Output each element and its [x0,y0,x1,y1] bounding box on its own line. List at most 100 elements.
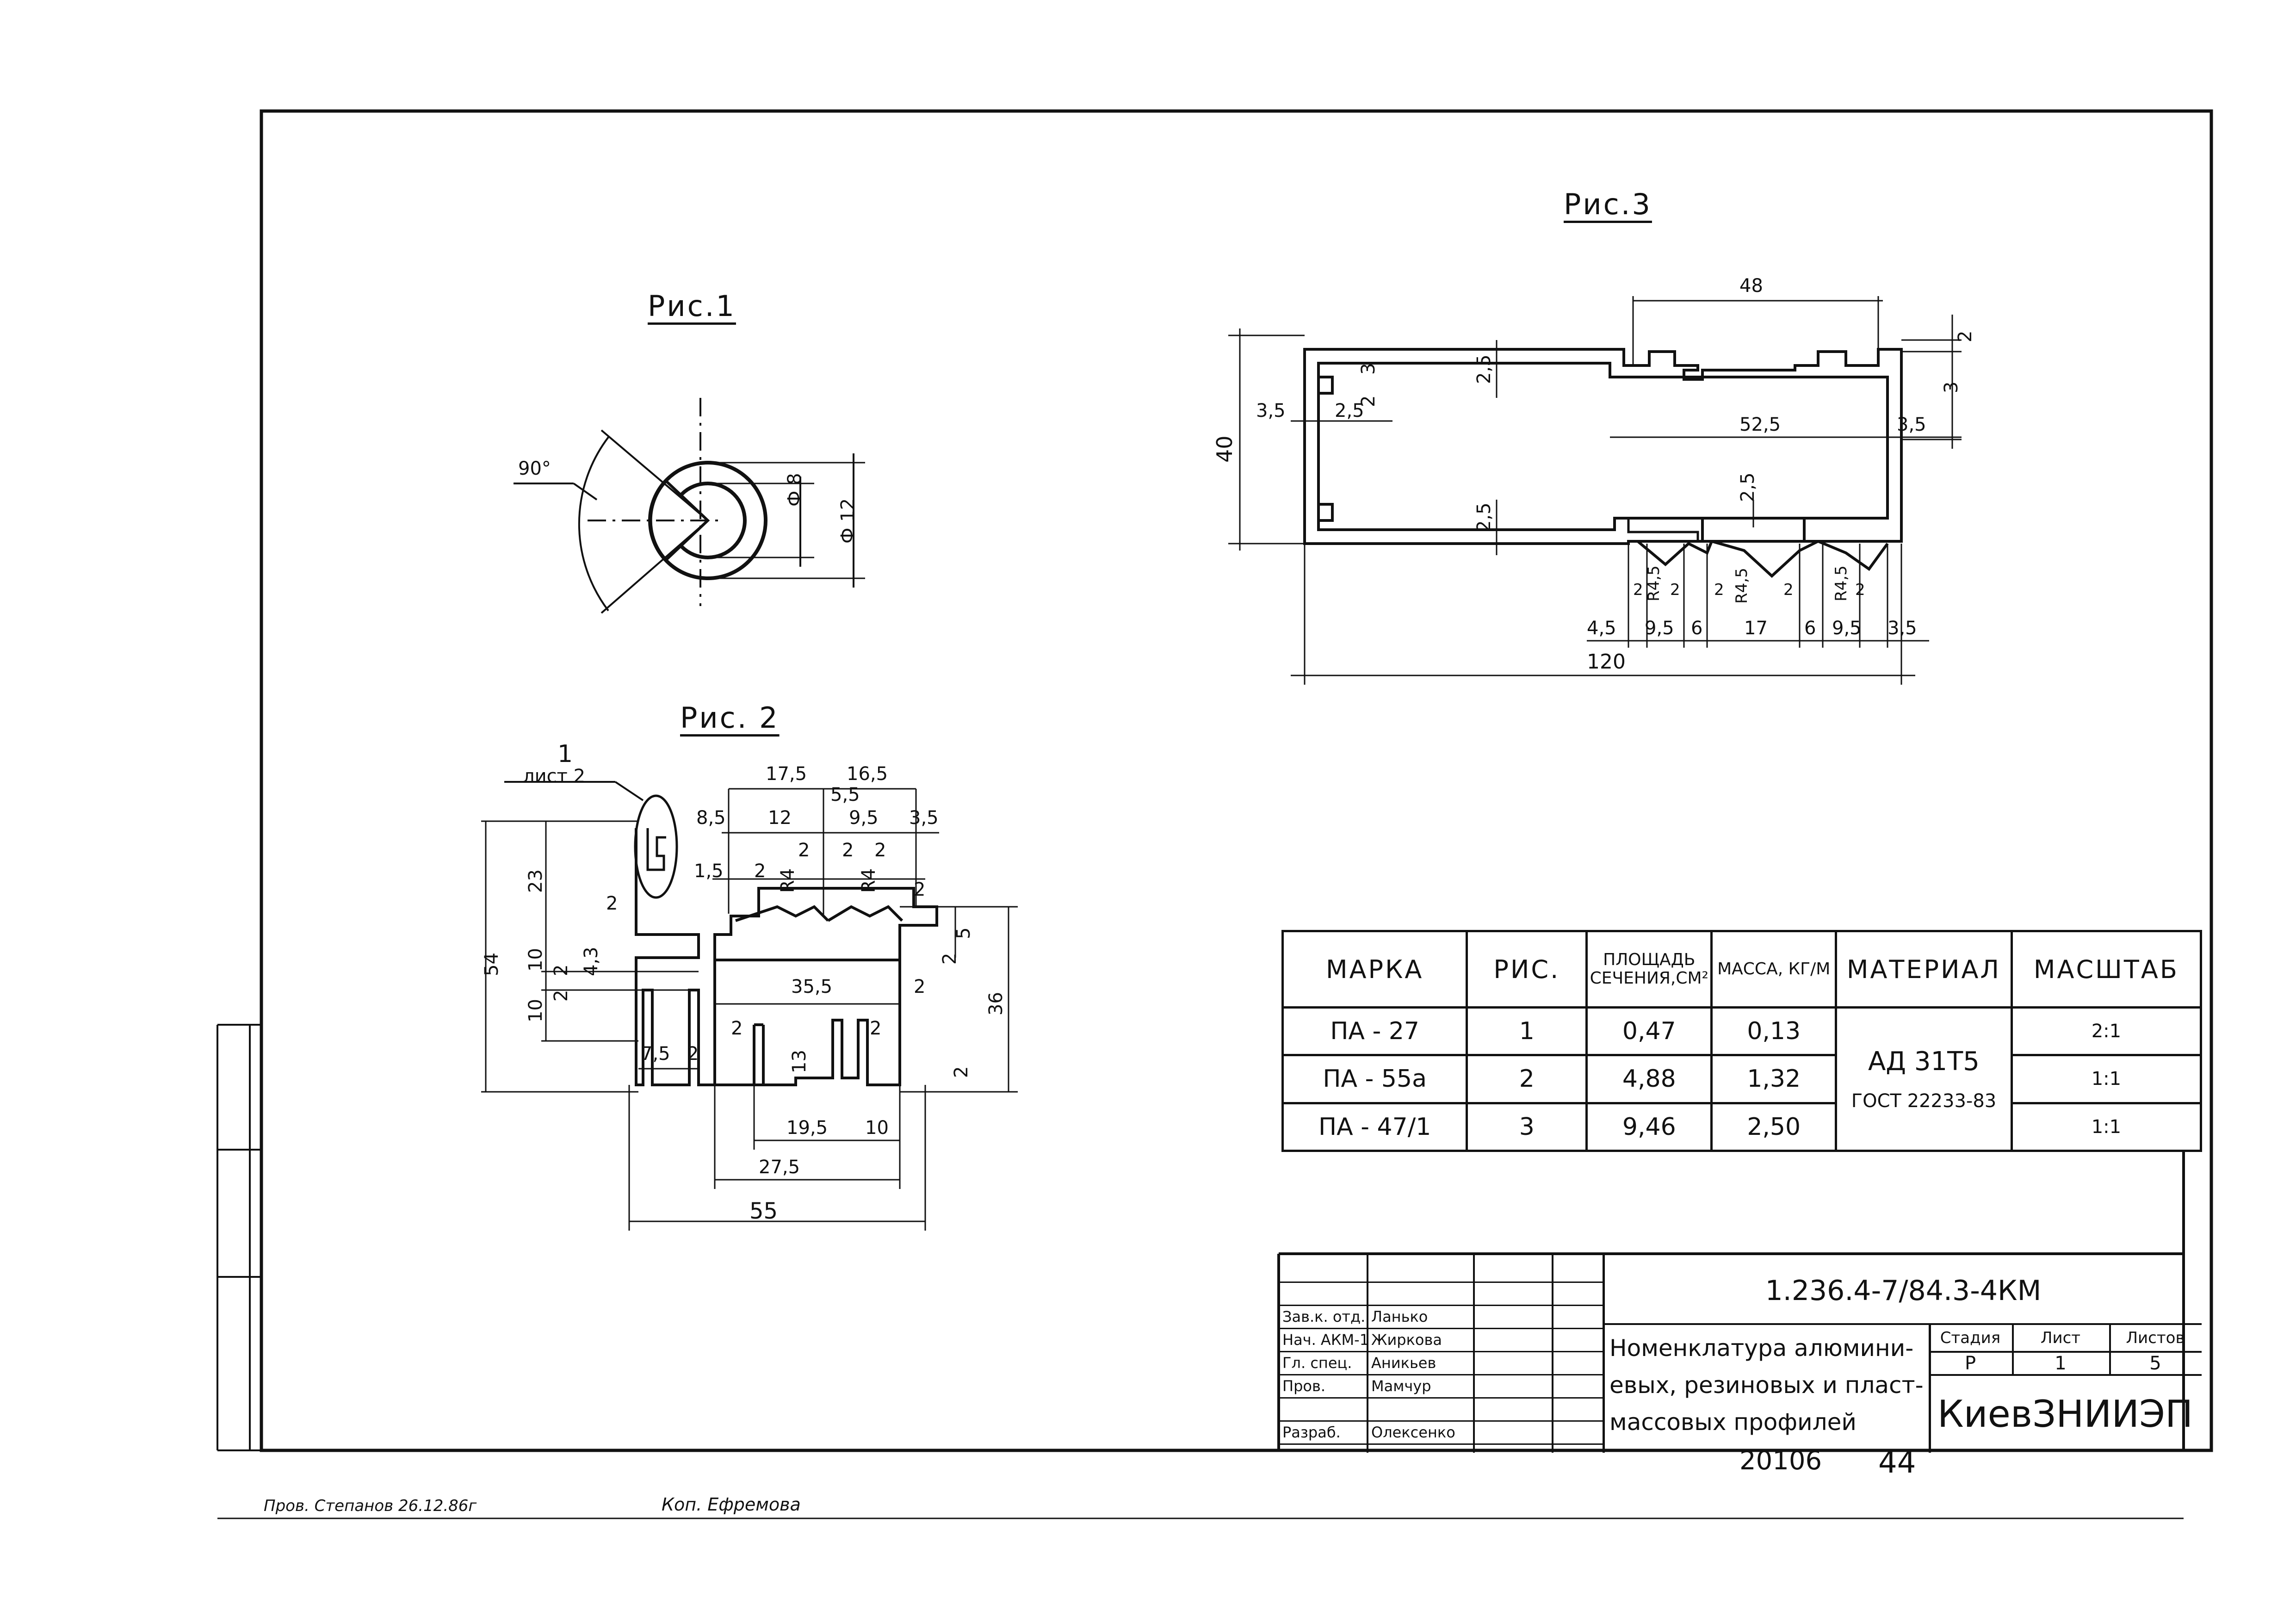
fig2-dim-2e: 2 [914,879,926,900]
fig3-dim-2b: 2 [1358,395,1379,407]
fig1-outer-diameter: Ф 12 [837,498,859,544]
fig2-radius-1: R4 [777,868,798,893]
cell-area: 0,47 [1585,1006,1713,1057]
cell-figure: 2 [1466,1054,1588,1104]
title-block: Зав.к. отд. Ланько Нач. АКМ-1 Жиркова Гл… [1279,1254,2202,1453]
fig3-dim-2e: 2 [1714,581,1724,599]
fig3-dim-2g: 2 [1855,581,1865,599]
spec-header-row: МАРКА РИС. ПЛОЩАДЬ СЕЧЕНИЯ,СМ² МАССА, КГ… [1281,930,2203,1009]
fig2-dimension-lines [481,788,1018,1231]
cell-mark: ПА - 47/1 [1281,1102,1468,1152]
sheet-frame [260,109,2213,1452]
fig2-dim-27-5: 27,5 [759,1157,800,1178]
fig2-title: Рис. 2 [680,701,780,735]
fig2-dim-2b: 2 [798,840,810,861]
fig2-dim-2i: 2 [939,953,960,965]
fig2-dim-13: 13 [789,1050,810,1073]
material-grade: АД 31Т5 [1868,1046,1980,1077]
header-figure: РИС. [1466,930,1588,1009]
sheet-label: Лист [2040,1329,2081,1347]
header-mass: МАССА, КГ/М [1710,930,1838,1009]
table-row: ПА - 47/1 3 9,46 2,50 1:1 [1281,1102,2203,1152]
fig3-dim-3-5b: 3,5 [1897,414,1926,435]
fig3-dimension-lines [1228,296,1962,685]
cell-mass: 1,32 [1710,1054,1838,1104]
role-head-akm: Нач. АКМ-1 [1282,1331,1369,1349]
signature-grid: Зав.к. отд. Ланько Нач. АКМ-1 Жиркова Гл… [1279,1254,1603,1453]
fig3-dim-2a: 2 [1955,330,1976,342]
copy-stamp: Коп. Ефремова [662,1494,801,1515]
fig2-dim-7-5: 7,5 [641,1043,670,1065]
fig2-dim-19-5: 19,5 [786,1117,828,1139]
inventory-number: 20106 [1739,1446,1822,1476]
fig2-dim-2m: 2 [870,1018,882,1039]
fig3-dim-48: 48 [1739,275,1763,297]
document-designation: 1.236.4-7/84.3-4КМ [1765,1275,2042,1307]
fig2-dim-23: 23 [525,869,546,893]
fig3-dim-9-5b: 9,5 [1832,618,1862,639]
fig3-title: Рис.3 [1564,187,1652,221]
cell-mark: ПА - 55а [1281,1054,1468,1104]
role-head-dept: Зав.к. отд. [1282,1308,1366,1325]
fig2-callout-sheet: лист 2 [523,766,586,787]
role-developer: Разраб. [1282,1424,1341,1441]
cell-mass: 2,50 [1710,1102,1838,1152]
title-line-1: Номенклатура алюмини- [1609,1335,1914,1362]
fig3-dim-3a: 3 [1941,381,1962,393]
title-line-2: евых, резиновых и пласт- [1609,1372,1924,1399]
fig2-dim-10c: 10 [865,1117,889,1139]
name-head-akm: Жиркова [1371,1331,1442,1349]
cell-area: 9,46 [1585,1102,1713,1152]
fig3-dim-40: 40 [1212,435,1237,463]
name-chief-specialist: Аникьев [1371,1354,1436,1372]
fig3-dim-2-5d: 2,5 [1473,502,1495,532]
fig3-dim-2-5c: 2,5 [1737,472,1758,502]
stage-label: Стадия [1940,1329,2001,1347]
fig2-profile [504,781,938,1086]
checked-stamp: Пров. Степанов 26.12.86г [264,1497,477,1515]
fig3-dim-6b: 6 [1804,618,1816,639]
fig2-dim-5-5: 5,5 [830,784,860,805]
title-line-3: массовых профилей [1609,1409,1857,1436]
name-checked: Мамчур [1371,1377,1431,1395]
fig2-dim-2h: 2 [551,990,572,1002]
fig2-dim-36: 36 [985,992,1007,1015]
fig3-dim-2c: 2 [1633,581,1643,599]
fig1-inner-diameter: Ф 8 [784,473,805,507]
fig3-dim-9-5a: 9,5 [1645,618,1674,639]
fig2-dim-16-5: 16,5 [847,763,888,785]
fig3-dim-2f: 2 [1783,581,1794,599]
fig2-dim-2c: 2 [842,840,854,861]
role-chief-specialist: Гл. спец. [1282,1354,1352,1372]
sheets-label: Листов [2126,1329,2185,1347]
organization-name: КиевЗНИИЭП [1937,1393,2193,1436]
header-material: МАТЕРИАЛ [1835,930,2013,1009]
fig2-dim-10a: 10 [525,948,546,972]
fig2-dim-55: 55 [749,1198,778,1224]
fig3-dim-4-5: 4,5 [1587,618,1616,639]
fig2-dim-2a: 2 [754,861,766,882]
cell-area: 4,88 [1585,1054,1713,1104]
fig2-dim-4-3: 4,3 [581,947,602,976]
stage-value: Р [1964,1353,1976,1374]
fig3-dim-120: 120 [1587,650,1626,674]
cell-scale: 1:1 [2010,1102,2203,1152]
role-checked: Пров. [1282,1377,1325,1395]
fig2-dim-2k: 2 [687,1043,699,1065]
fig2-dim-35-5: 35,5 [791,976,833,997]
title-block-main: 1.236.4-7/84.3-4КМ Номенклатура алюмини-… [1603,1254,2202,1453]
cell-mark: ПА - 27 [1281,1006,1468,1057]
header-area: ПЛОЩАДЬ СЕЧЕНИЯ,СМ² [1585,930,1713,1009]
fig1-angle: 90° [518,458,551,479]
fig3-dim-52-5: 52,5 [1739,414,1781,435]
fig2-dim-54: 54 [481,953,502,976]
fig2-dim-12: 12 [768,807,792,829]
fig2-dim-3-5: 3,5 [909,807,939,829]
table-row: ПА - 55а 2 4,88 1,32 1:1 [1281,1054,2203,1104]
fig2-dim-17-5: 17,5 [766,763,807,785]
cell-scale: 2:1 [2010,1006,2203,1057]
fig3-dim-17: 17 [1744,618,1768,639]
table-row: ПА - 27 1 0,47 0,13 АД 31Т5 ГОСТ 22233-8… [1281,1006,2203,1152]
fig3-profile [1303,348,1903,578]
